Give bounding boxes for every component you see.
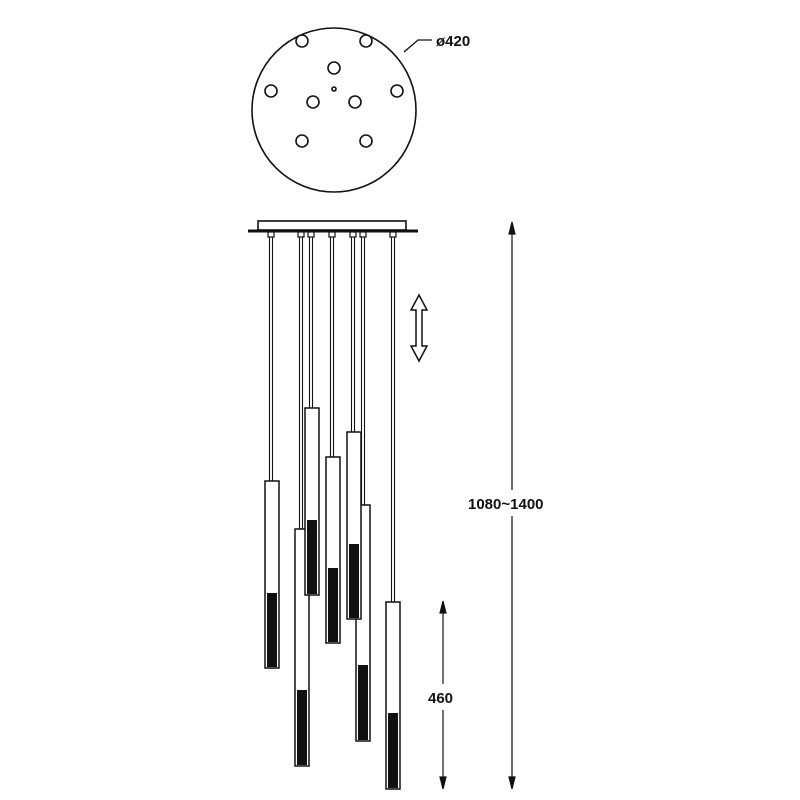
suspension-cord [268,236,274,482]
canopy-top-view [251,27,417,193]
pendant-light-section [307,520,317,594]
pendant-light-section [328,568,338,642]
suspension-cord [298,236,304,530]
cord-clamp [349,231,357,238]
suspension-cord [390,236,396,603]
cord-clamp [328,231,336,238]
pendant-light-section [267,593,277,667]
suspension-cord [329,236,335,458]
pendant-light-section [358,665,368,740]
adjust-arrow-icon [409,293,429,363]
pendant-length-label: 460 [428,690,453,707]
suspension-cord [308,236,314,409]
pendant-light-section [297,690,307,765]
diameter-leader [403,39,432,53]
canopy-side-view [248,220,418,233]
pendant-light-section [388,713,398,788]
pendants [264,231,401,790]
pendant-light-section [349,544,359,618]
suspension-cord [350,236,356,433]
cord-clamp [389,231,397,238]
cord-clamp [307,231,315,238]
cord-clamp [297,231,305,238]
diameter-label: ø420 [436,33,470,50]
suspension-cord [360,236,366,506]
cord-clamp [267,231,275,238]
pendant-length-dimension [439,600,447,790]
cord-clamp [359,231,367,238]
overall-height-dimension [508,221,516,790]
overall-height-label: 1080~1400 [468,496,544,513]
